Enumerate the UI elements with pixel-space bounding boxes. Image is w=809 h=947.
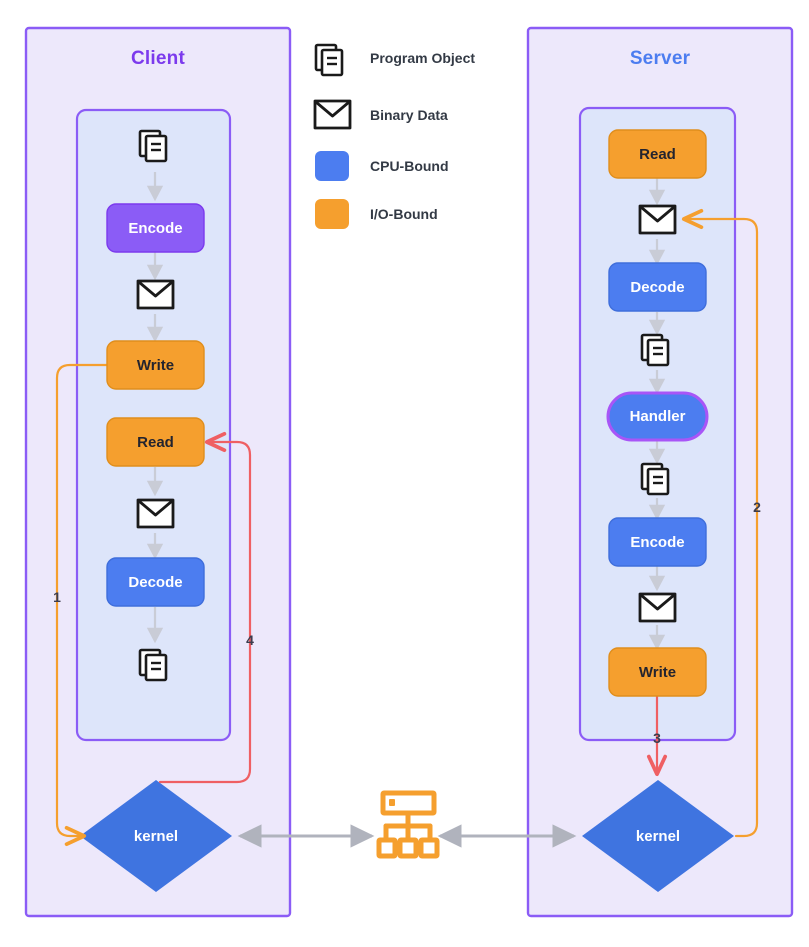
sequence-label-1: 1	[53, 589, 61, 605]
server-label-write: Write	[638, 663, 677, 681]
server-node-decode[interactable]	[608, 262, 707, 312]
server-node-read[interactable]	[608, 129, 707, 179]
server-binary-data-icon-2	[638, 592, 677, 623]
sequence-label-4: 4	[246, 632, 254, 648]
server-program-object-icon-1	[640, 333, 670, 367]
client-program-object-icon-bottom	[138, 648, 168, 682]
flow-2-path	[681, 208, 759, 838]
legend-label-binary-data: Binary Data	[370, 107, 448, 123]
legend-binary-data-icon	[313, 99, 352, 130]
server-program-object-icon-2	[640, 462, 670, 496]
client-node-encode[interactable]	[106, 203, 205, 253]
legend-cpu-bound-swatch	[315, 151, 349, 181]
client-kernel-label: kernel	[133, 827, 179, 845]
server-binary-data-icon-1	[638, 204, 677, 235]
legend-label-io-bound: I/O-Bound	[370, 206, 438, 222]
flow-1-path	[55, 363, 110, 847]
client-label-decode: Decode	[128, 573, 183, 591]
legend-label-cpu-bound: CPU-Bound	[370, 158, 449, 174]
server-node-write[interactable]	[608, 647, 707, 697]
client-binary-data-icon-1	[136, 279, 175, 310]
sequence-label-2: 2	[753, 499, 761, 515]
server-label-decode: Decode	[630, 278, 685, 296]
legend-program-object-icon	[314, 43, 344, 77]
client-label-write: Write	[136, 356, 175, 374]
client-program-object-icon-top	[138, 129, 168, 163]
flow-4-path	[158, 431, 252, 784]
server-kernel	[582, 780, 734, 892]
network-icon	[376, 790, 440, 859]
legend-label-program-object: Program Object	[370, 50, 476, 66]
client-binary-data-icon-2	[136, 498, 175, 529]
client-node-read[interactable]	[106, 417, 205, 467]
server-panel-title: Server	[629, 48, 691, 69]
server-node-encode[interactable]	[608, 517, 707, 567]
sequence-label-3: 3	[653, 730, 661, 746]
client-node-decode[interactable]	[106, 557, 205, 607]
server-node-handler[interactable]	[606, 391, 709, 442]
server-label-read: Read	[639, 145, 676, 163]
server-label-encode: Encode	[630, 533, 685, 551]
client-label-read: Read	[137, 433, 174, 451]
server-label-handler: Handler	[629, 408, 686, 425]
client-kernel	[80, 780, 232, 892]
client-panel-title: Client	[131, 48, 185, 69]
server-kernel-label: kernel	[635, 827, 681, 845]
client-node-write[interactable]	[106, 340, 205, 390]
client-label-encode: Encode	[128, 219, 183, 237]
legend-io-bound-swatch	[315, 199, 349, 229]
